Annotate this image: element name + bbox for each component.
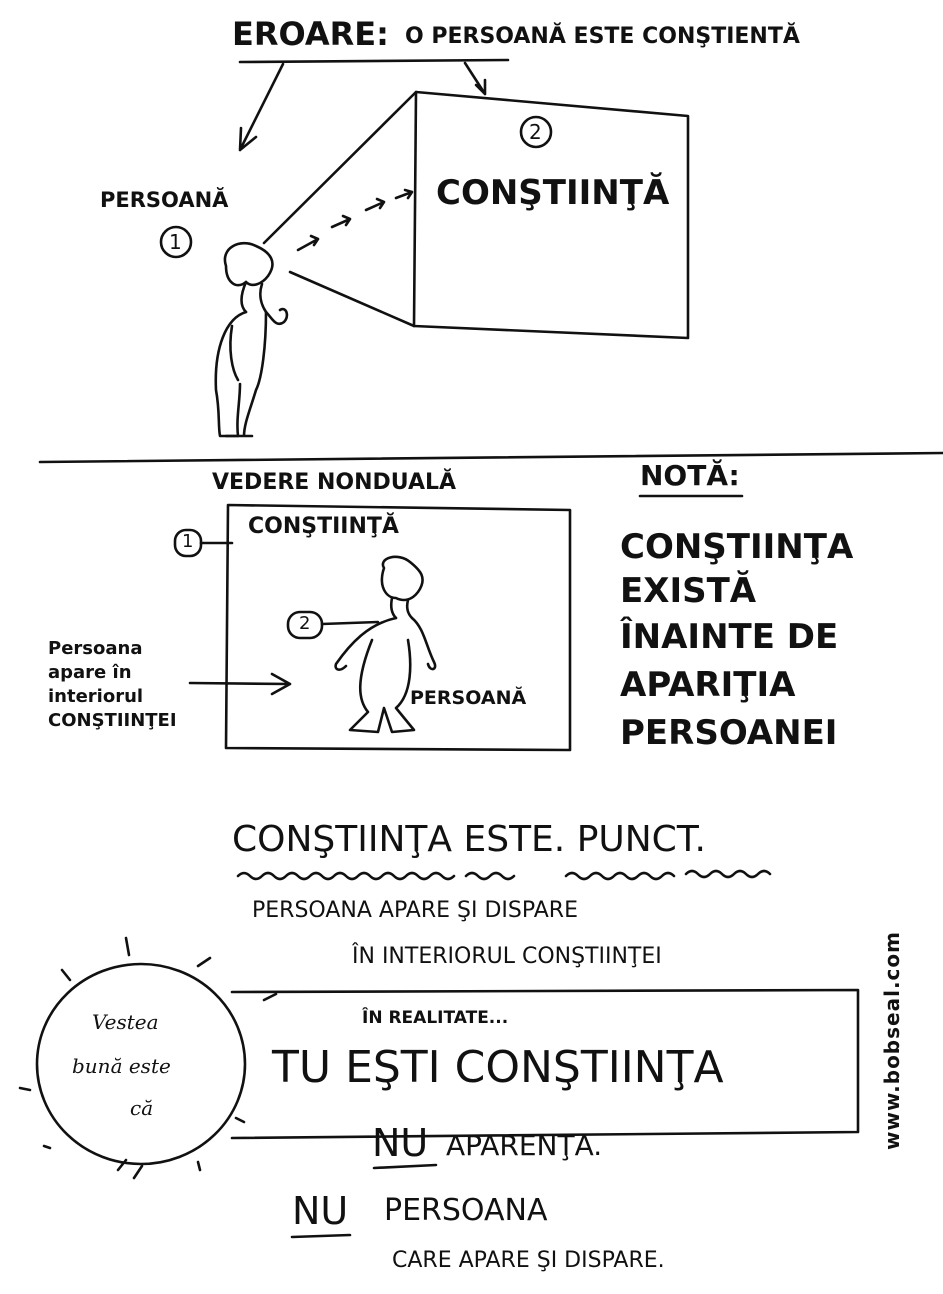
number-2-inner: 2 — [299, 613, 311, 634]
consciousness-label-inner: CONŞTIINŢĂ — [248, 514, 399, 539]
error-label: EROARE: — [232, 15, 389, 53]
nondual-box — [224, 503, 572, 752]
consciousness-box — [412, 90, 690, 340]
person-figure-inner — [334, 555, 437, 734]
not-person: PERSOANA — [384, 1193, 548, 1228]
view-cone — [262, 90, 418, 328]
error-statement: O PERSOANĂ ESTE CONŞTIENTĂ — [405, 24, 800, 49]
side-note-1: Persoana — [48, 638, 143, 659]
in-reality-label: ÎN REALITATE... — [362, 1008, 509, 1028]
side-note-2: apare în — [48, 662, 132, 683]
side-arrow — [188, 672, 292, 696]
sun-line-2: bună este — [72, 1054, 171, 1078]
nu-underline-2 — [290, 1233, 352, 1239]
squiggle-1 — [236, 871, 456, 881]
number-1-top: 1 — [169, 230, 182, 254]
sun-rays — [18, 936, 278, 1180]
note-line-4: APARIŢIA — [620, 665, 796, 705]
leader-2 — [320, 620, 380, 626]
reality-main: TU EŞTI CONŞTIINŢA — [272, 1042, 724, 1093]
arrow-to-consciousness — [463, 61, 487, 96]
squiggle-3 — [564, 871, 676, 881]
note-line-3: ÎNAINTE DE — [620, 617, 839, 657]
number-1-inner: 1 — [182, 531, 194, 552]
arrow-to-person — [238, 62, 285, 152]
note-line-2: EXISTĂ — [620, 571, 757, 611]
error-underline — [238, 58, 510, 64]
number-circle-1 — [159, 225, 193, 259]
consciousness-label-top: CONŞTIINŢĂ — [436, 173, 670, 213]
statement-line-1: PERSOANA APARE ŞI DISPARE — [252, 898, 578, 923]
nu-2: NU — [292, 1189, 349, 1233]
reality-box — [230, 988, 860, 1140]
nu-underline-1 — [372, 1163, 438, 1170]
sun-line-1: Vestea — [92, 1010, 159, 1034]
note-title: NOTĂ: — [640, 459, 740, 492]
note-line-1: CONŞTIINŢA — [620, 527, 854, 567]
nu-1: NU — [372, 1121, 429, 1165]
note-line-5: PERSOANEI — [620, 713, 838, 753]
number-circle-2 — [519, 115, 553, 149]
separator-line — [38, 451, 943, 464]
number-2-top: 2 — [529, 120, 542, 144]
gaze-arrows — [296, 188, 414, 252]
person-figure-top — [214, 241, 289, 438]
squiggle-4 — [684, 869, 772, 879]
side-note-4: CONŞTIINŢEI — [48, 710, 177, 731]
squiggle-2 — [464, 871, 516, 881]
sun-line-3: că — [130, 1096, 154, 1120]
not-person-tail: CARE APARE ŞI DISPARE. — [392, 1248, 665, 1273]
website-credit: www.bobseal.com — [880, 931, 904, 1150]
statement-main: CONŞTIINŢA ESTE. PUNCT. — [232, 819, 706, 860]
side-note-3: interiorul — [48, 686, 144, 707]
sun-circle — [35, 962, 247, 1166]
statement-line-2: ÎN INTERIORUL CONŞTIINŢEI — [352, 944, 662, 969]
person-label-top: PERSOANĂ — [100, 188, 229, 212]
nondual-title: VEDERE NONDUALĂ — [212, 470, 457, 495]
person-label-inner: PERSOANĂ — [410, 687, 527, 709]
not-appearance: APARENŢA. — [446, 1129, 603, 1162]
